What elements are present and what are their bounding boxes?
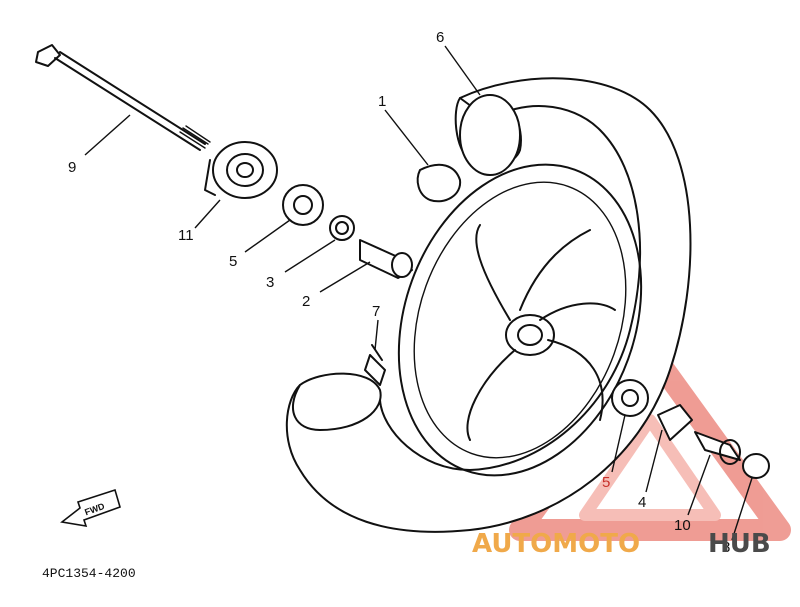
bearing-part-5-left <box>282 184 324 226</box>
speedometer-gear-part-11 <box>204 141 278 199</box>
label-part-5-right: 5 <box>602 474 610 491</box>
spacer-part-10 <box>694 431 741 465</box>
tire-part-6 <box>285 77 692 533</box>
oil-seal-part-4 <box>657 404 693 441</box>
watermark-brand-part1: AUTOMOTO <box>472 529 640 559</box>
watermark-brand-part2: HUB <box>708 529 771 559</box>
axle-part-9 <box>35 44 211 151</box>
leader-lines <box>84 45 753 541</box>
label-part-4: 4 <box>638 494 646 511</box>
nut-part-8 <box>742 453 770 479</box>
wheel-rim-part-1 <box>364 163 643 477</box>
label-part-10: 10 <box>674 517 691 534</box>
label-part-8: 8 <box>722 539 730 556</box>
spacer-part-2 <box>359 239 413 279</box>
bearing-part-5-right <box>611 379 649 417</box>
oil-seal-part-3 <box>329 215 355 241</box>
label-part-11: 11 <box>178 227 194 244</box>
label-part-9: 9 <box>68 159 76 176</box>
label-part-5-left: 5 <box>229 253 237 270</box>
label-part-6: 6 <box>436 29 444 46</box>
watermark-brand: AUTOMOTO HUB <box>472 529 771 559</box>
label-part-1: 1 <box>378 93 386 110</box>
label-part-3: 3 <box>266 274 274 291</box>
label-part-2: 2 <box>302 293 310 310</box>
label-part-7: 7 <box>372 303 380 320</box>
forward-arrow-icon: FWD <box>60 488 121 528</box>
diagram-code: 4PC1354-4200 <box>42 566 136 581</box>
